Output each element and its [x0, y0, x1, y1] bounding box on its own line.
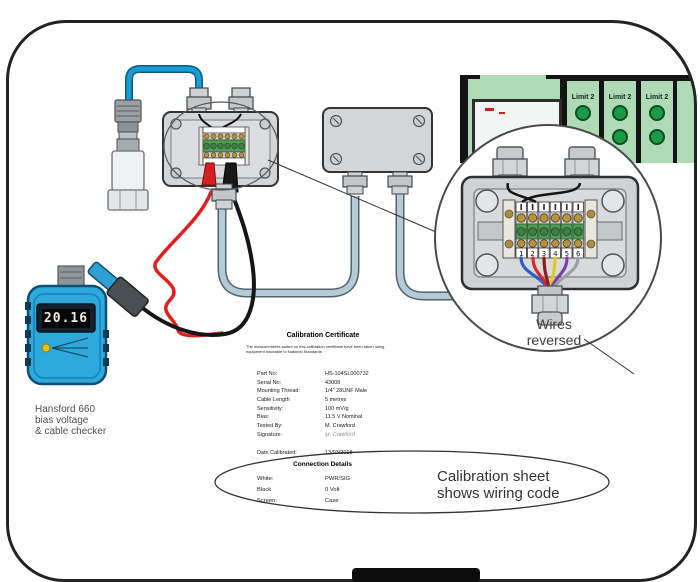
terminal-strip-magnified: 1 2 3 4 5 6 — [502, 199, 598, 259]
limit-module-2: Limit 2 — [604, 81, 636, 163]
certificate-row: Bias:11.5 V Nominal — [257, 414, 363, 421]
meter-caption-line: Hansford 660 — [35, 404, 96, 415]
connection-details-title: Connection Details — [293, 461, 352, 468]
junction-cable-u — [217, 196, 360, 298]
display-trace-mark — [499, 112, 505, 114]
meter-lcd — [42, 309, 90, 328]
cable-gland — [186, 87, 254, 115]
magnified-junction-box: 1 2 3 4 5 6 — [460, 146, 640, 326]
cable-gland — [342, 171, 413, 195]
limit-module-3: Limit 2 — [641, 81, 673, 163]
callout-leader-line — [583, 338, 635, 375]
terminal-number: 6 — [576, 250, 581, 258]
limit-module-label: Limit 2 — [608, 94, 632, 101]
accelerometer — [107, 99, 149, 211]
terminal-number: 2 — [530, 250, 534, 258]
module-tab — [480, 75, 546, 81]
limit-led-icon — [649, 105, 665, 121]
certificate-subtitle: The measurements stated on this calibrat… — [246, 344, 385, 354]
terminal-number: 3 — [542, 250, 546, 258]
meter-plug — [87, 261, 149, 317]
magnifier-leader-line — [267, 159, 437, 233]
terminal-columns: 1 2 3 4 5 6 — [515, 201, 584, 259]
callout-ellipse — [214, 450, 610, 514]
reversed-wires — [506, 182, 582, 204]
limit-module-label: Limit 2 — [571, 94, 595, 101]
meter-caption-line: bias voltage — [35, 415, 89, 426]
calibration-sheet-callout: Calibration sheet shows wiring code — [437, 468, 560, 502]
cable-gland — [492, 146, 600, 186]
certificate-date-row: Date Calibrated:13/03/2018 — [257, 450, 353, 456]
terminal-strip-small — [198, 126, 250, 166]
meter-reading: 20.16 — [43, 311, 89, 326]
magnifier-source-ring — [163, 101, 279, 191]
certificate-row: Serial No:43008 — [257, 379, 341, 386]
certificate-title: Calibration Certificate — [286, 332, 360, 339]
blue-sensor-cable — [125, 65, 203, 104]
terminal-number: 4 — [553, 250, 558, 258]
junction-box-open — [162, 87, 279, 210]
footer-tab — [352, 568, 480, 582]
limit-led-icon — [575, 105, 591, 121]
panel-cable — [395, 194, 455, 301]
coloured-wires — [519, 256, 580, 290]
connection-row: White:PWR/SIG — [257, 476, 351, 482]
certificate-fields: Part No:HS-104SL000732 Serial No:43008 M… — [257, 370, 417, 440]
connection-row: Screen:Case — [257, 498, 339, 504]
certificate-row: Part No:HS-104SL000732 — [257, 371, 369, 377]
wires-reversed-caption: Wires reversed — [526, 316, 582, 348]
certificate-row: Mounting Thread:1/4" 28UNF Male — [257, 388, 367, 395]
meter-led-icon — [41, 343, 51, 353]
limit-module-label: Limit 2 — [645, 94, 669, 101]
cable-checker-meter — [25, 261, 149, 386]
magnifier-circle: 1 2 3 4 5 6 — [434, 124, 662, 352]
terminal-number: 1 — [519, 250, 523, 258]
certificate-row: Sensitivity:100 mV/g — [257, 405, 349, 412]
terminal-number: 5 — [565, 250, 569, 258]
junction-box-closed — [322, 107, 433, 195]
meter-caption: Hansford 660 bias voltage & cable checke… — [35, 404, 106, 437]
limit-led-icon — [612, 129, 628, 145]
certificate-row-signature: Signature:M. Crawford — [257, 431, 356, 439]
red-test-lead — [153, 190, 224, 338]
certificate-row: Tested By:M. Crawford — [257, 423, 355, 430]
display-trace-mark — [485, 108, 494, 111]
limit-led-icon — [649, 129, 665, 145]
limit-led-icon — [612, 105, 628, 121]
limit-module-clipped — [677, 81, 694, 163]
meter-caption-line: & cable checker — [35, 426, 107, 437]
black-test-lead — [138, 194, 256, 337]
